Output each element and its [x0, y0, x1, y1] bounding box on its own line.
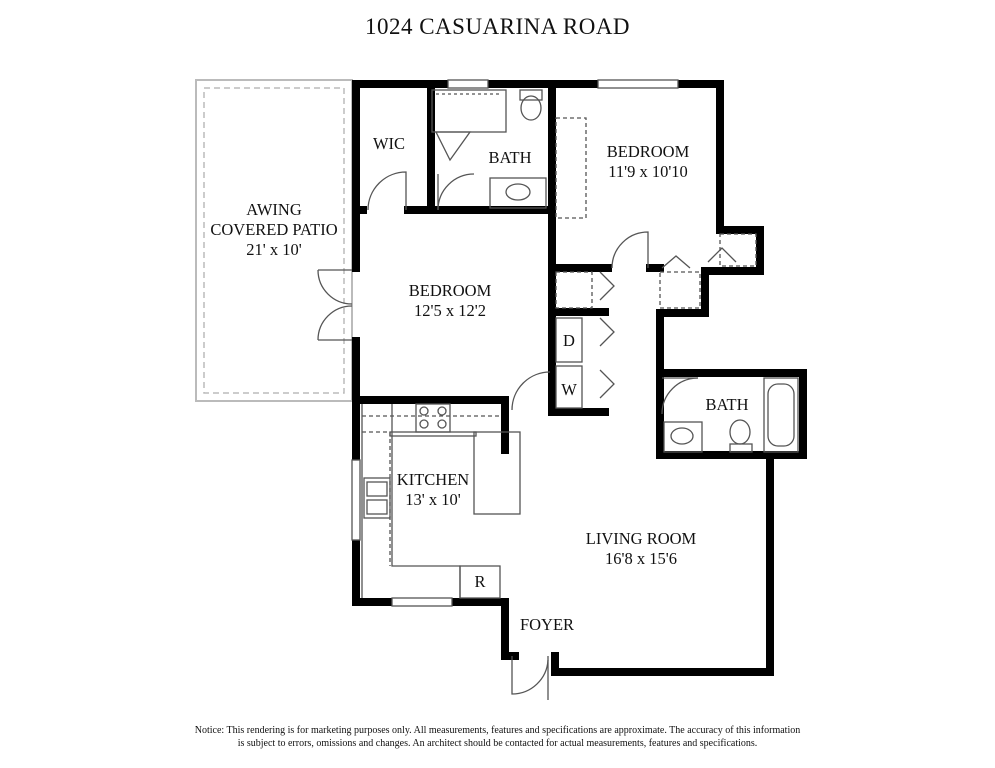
label-bath-top: BATH	[488, 148, 532, 167]
notice-line-2: is subject to errors, omissions and chan…	[237, 738, 758, 749]
label-kitchen: KITCHEN	[396, 470, 470, 489]
label-refrigerator: R	[474, 572, 486, 591]
label-foyer: FOYER	[519, 615, 575, 634]
size-living-room: 16'8 x 15'6	[605, 549, 677, 568]
notice-line-1: Notice: This rendering is for marketing …	[194, 725, 801, 736]
size-bedroom-mid: 12'5 x 12'2	[414, 301, 486, 320]
label-bedroom-top: BEDROOM	[606, 142, 690, 161]
label-patio-line2: COVERED PATIO	[210, 220, 338, 239]
plan-title: 1024 CASUARINA ROAD	[364, 14, 631, 39]
size-kitchen: 13' x 10'	[405, 490, 461, 509]
fixtures	[317, 79, 799, 700]
disclaimer-notice: Notice: This rendering is for marketing …	[140, 724, 855, 750]
label-dryer: D	[563, 331, 575, 350]
label-bedroom-mid: BEDROOM	[408, 281, 492, 300]
label-washer: W	[561, 380, 577, 399]
label-living-room: LIVING ROOM	[585, 529, 697, 548]
label-patio-line1: AWING	[246, 200, 302, 219]
label-wic: WIC	[372, 134, 406, 153]
label-bath-right: BATH	[705, 395, 749, 414]
size-patio: 21' x 10'	[246, 240, 302, 259]
size-bedroom-top: 11'9 x 10'10	[608, 162, 688, 181]
walls	[352, 80, 807, 676]
